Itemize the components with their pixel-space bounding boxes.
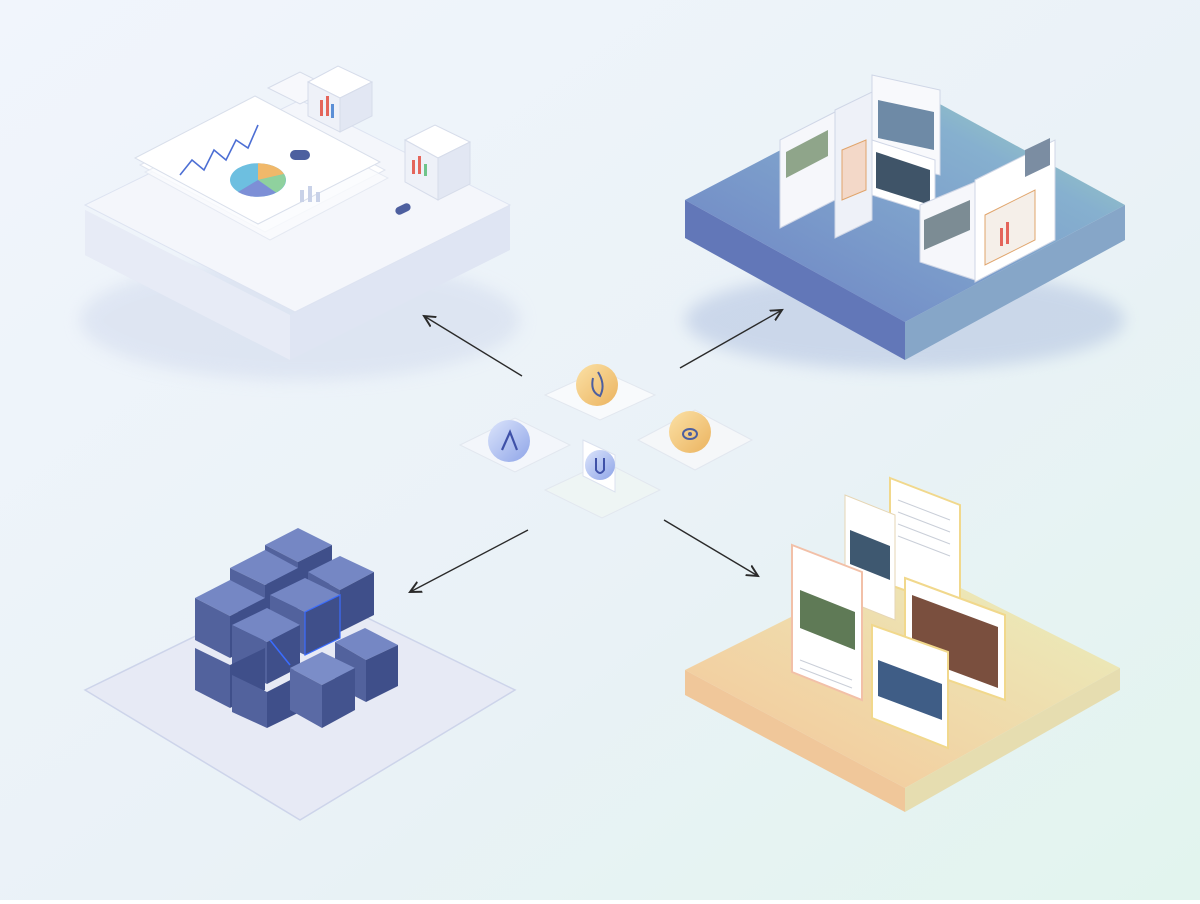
droplet-icon [582, 439, 616, 493]
platform-top-left [80, 65, 520, 380]
center-hub [458, 364, 754, 519]
connector-arrows [410, 310, 782, 592]
arrow-to-top-left [424, 316, 523, 377]
eye-icon [669, 411, 711, 453]
triangle-icon [488, 420, 530, 462]
media-cards-icon [779, 74, 1056, 283]
arrow-to-top-right [679, 310, 782, 369]
platform-bottom-left [83, 528, 517, 821]
leaf-icon [576, 364, 618, 406]
document-stack-icon [791, 476, 1006, 750]
cube-cluster-icon [195, 528, 398, 728]
platform-top-right [685, 74, 1125, 370]
platform-bottom-right [685, 476, 1120, 812]
dashboard-panels-icon [133, 65, 472, 241]
arrow-to-bottom-left [410, 529, 529, 592]
arrow-to-bottom-right [663, 519, 758, 576]
